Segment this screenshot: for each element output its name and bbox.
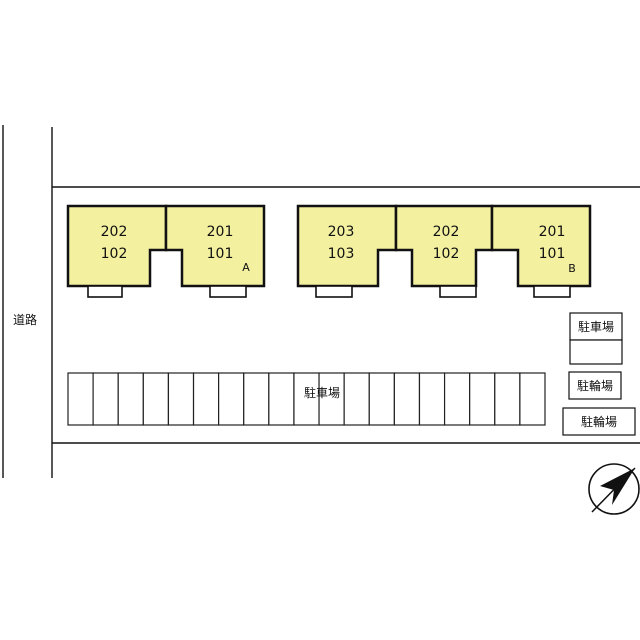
side-parking: 駐車場	[569, 312, 623, 365]
parking-slot	[393, 372, 421, 426]
room-lower: 102	[433, 246, 460, 262]
parking-slot	[268, 372, 295, 426]
room-upper: 202	[101, 224, 128, 240]
bicycle-parking-2: 駐輪場	[562, 407, 636, 436]
building-label-b: B	[568, 262, 576, 275]
room-lower: 101	[207, 246, 234, 262]
parking-slot	[293, 372, 320, 426]
unit-a-1: 202 102	[66, 204, 168, 298]
parking-slot	[494, 372, 521, 426]
bicycle-parking-1: 駐輪場	[568, 371, 622, 400]
building-label-a: A	[242, 261, 250, 274]
parking-label: 駐車場	[304, 385, 340, 400]
parking-slot	[92, 372, 119, 426]
parking-slot	[318, 372, 345, 426]
parking-slot	[243, 372, 270, 426]
parking-slot	[67, 372, 94, 426]
unit-b-2: 202 102	[394, 204, 494, 298]
parking-slot	[469, 372, 496, 426]
room-upper: 203	[328, 224, 355, 240]
entrance-step	[439, 285, 477, 298]
room-lower: 102	[101, 246, 128, 262]
parking-slot	[443, 372, 471, 426]
entrance-step	[87, 285, 123, 298]
bicycle-parking-label: 駐輪場	[577, 378, 613, 393]
room-lower: 101	[539, 246, 566, 262]
parking-slot	[167, 372, 195, 426]
unit-a-2: 201 101 A	[164, 204, 266, 298]
entrance-step	[533, 285, 571, 298]
parking-slot	[368, 372, 395, 426]
road-label: 道路	[13, 312, 37, 327]
entrance-step	[209, 285, 247, 298]
side-parking-label: 駐車場	[578, 319, 614, 334]
parking-area	[67, 372, 546, 426]
unit-b-1: 203 103	[296, 204, 398, 298]
parking-slot	[418, 372, 446, 426]
parking-slot	[519, 372, 546, 426]
unit-b-3: 201 101 B	[490, 204, 592, 298]
building-b: 203 103 202 102 201 101 B	[296, 204, 592, 298]
parking-slot	[218, 372, 245, 426]
building-a: 202 102 201 101 A	[66, 204, 266, 298]
parking-slot	[343, 372, 370, 426]
parking-slot	[142, 372, 170, 426]
room-upper: 202	[433, 224, 460, 240]
north-arrow-icon	[588, 463, 640, 515]
bicycle-parking-label: 駐輪場	[581, 414, 617, 429]
room-upper: 201	[207, 224, 234, 240]
parking-slot	[192, 372, 220, 426]
room-upper: 201	[539, 224, 566, 240]
parking-slot	[117, 372, 144, 426]
room-lower: 103	[328, 246, 355, 262]
entrance-step	[315, 285, 353, 298]
